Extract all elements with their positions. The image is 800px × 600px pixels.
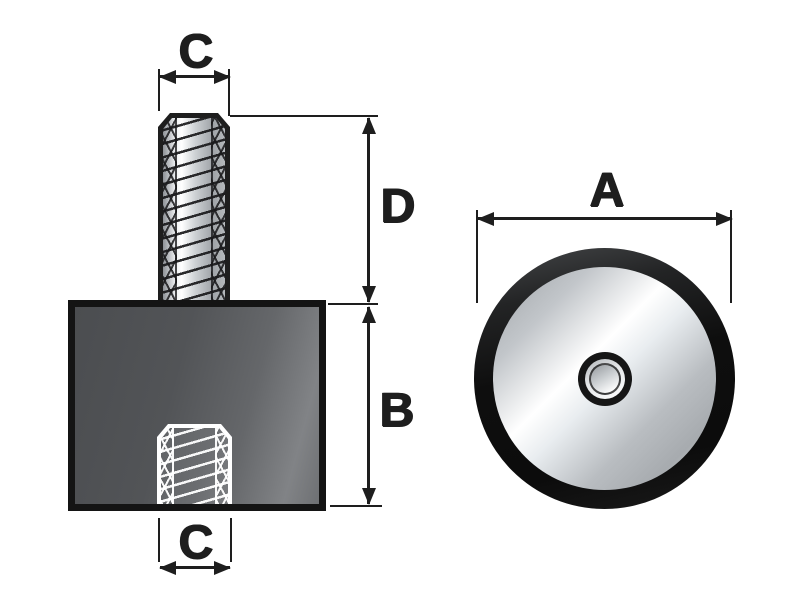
hole-thread-edge-right [215,428,228,504]
stud-thread-edge-right [211,118,225,303]
center-hole-highlight-ring [584,358,625,399]
extension-line [230,518,232,562]
dimension-arrow-b [367,307,370,504]
dimension-arrow-a [478,217,732,220]
extension-line [330,505,382,507]
extension-line [730,210,732,303]
center-hole-outer-ring [577,351,632,406]
threaded-stud [158,113,230,303]
threaded-hole [157,424,232,504]
extension-line [476,210,478,303]
dimension-label-c-bottom: C [178,516,214,569]
dimension-label-d: D [380,180,416,233]
metal-face [493,267,716,490]
extension-line [230,115,378,117]
dimension-label-b: B [379,384,415,437]
rubber-outer-ring [474,248,735,509]
extension-line [158,69,160,111]
dimension-label-a: A [589,164,625,217]
hole-thread-pattern [161,428,228,504]
stud-thread-edge-left [163,118,177,303]
hole-thread-edge-left [161,428,174,504]
extension-line [328,303,378,305]
dimension-arrow-c-bottom [160,566,230,569]
dimension-arrow-c-top [160,75,230,78]
extension-line [228,69,230,116]
extension-line [158,518,160,562]
stud-thread-pattern [163,118,225,303]
dimension-label-c-top: C [178,25,214,78]
center-hole-bore [588,362,621,395]
dimension-arrow-d [367,118,370,302]
